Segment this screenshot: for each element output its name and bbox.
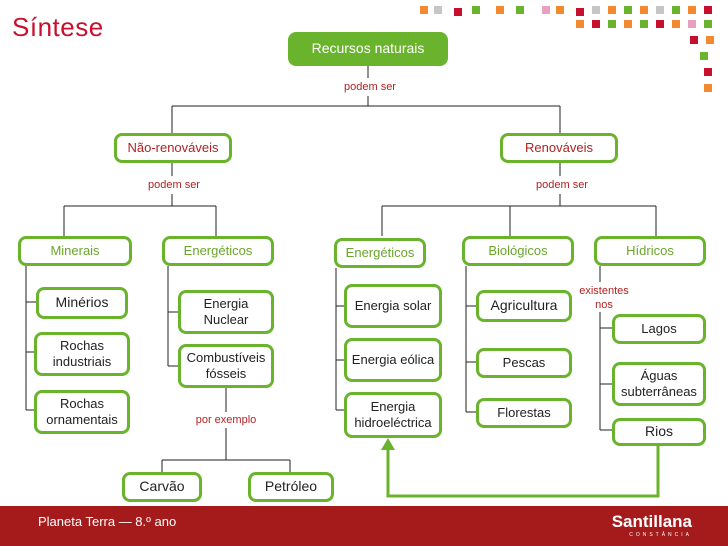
node-energia-eolica: Energia eólica bbox=[344, 338, 442, 382]
node-label: Carvão bbox=[139, 478, 185, 495]
decorative-squares bbox=[420, 6, 720, 96]
node-rochas-industriais: Rochas industriais bbox=[34, 332, 130, 376]
node-label: Recursos naturais bbox=[311, 40, 425, 57]
node-hidricos: Hídricos bbox=[594, 236, 706, 266]
node-label: Energia Nuclear bbox=[203, 295, 249, 327]
node-energia-nuclear: Energia Nuclear bbox=[178, 290, 274, 334]
brand-subtitle: CONSTÂNCIA bbox=[629, 532, 692, 538]
node-aguas-subterraneas: Águas subterrâneas bbox=[612, 362, 706, 406]
node-label: Agricultura bbox=[490, 297, 558, 314]
node-carvao: Carvão bbox=[122, 472, 202, 502]
node-label: Minerais bbox=[50, 242, 100, 258]
node-agricultura: Agricultura bbox=[476, 290, 572, 322]
link-label-text: existentes nos bbox=[579, 285, 629, 312]
node-label: Energia eólica bbox=[351, 351, 435, 367]
node-label: Combustíveis fósseis bbox=[186, 349, 266, 381]
link-label: podem ser bbox=[148, 179, 200, 191]
node-label: Águas subterrâneas bbox=[621, 367, 697, 399]
link-label: podem ser bbox=[344, 81, 396, 93]
node-label: Rochas industriais bbox=[52, 337, 112, 369]
node-label: Energéticos bbox=[183, 242, 253, 258]
node-energia-hidroelectrica: Energia hidroeléctrica bbox=[344, 392, 442, 438]
node-pescas: Pescas bbox=[476, 348, 572, 378]
node-nao-renovaveis: Não-renováveis bbox=[114, 133, 232, 163]
node-label: Renováveis bbox=[525, 139, 593, 155]
footer-bar: Planeta Terra — 8.º ano Santillana CONST… bbox=[0, 506, 728, 546]
node-energeticos-renovaveis: Energéticos bbox=[334, 238, 426, 268]
footer-text: Planeta Terra — 8.º ano bbox=[38, 514, 177, 529]
node-rios: Rios bbox=[612, 418, 706, 446]
node-recursos-naturais: Recursos naturais bbox=[288, 32, 448, 66]
node-label: Biológicos bbox=[488, 242, 548, 258]
brand-logo: Santillana bbox=[611, 512, 692, 531]
node-label: Minérios bbox=[55, 294, 109, 311]
node-label: Hídricos bbox=[626, 242, 674, 258]
node-label: Energia hidroeléctrica bbox=[354, 398, 432, 430]
node-label: Florestas bbox=[497, 404, 551, 420]
node-lagos: Lagos bbox=[612, 314, 706, 344]
node-petroleo: Petróleo bbox=[248, 472, 334, 502]
node-label: Energia solar bbox=[354, 297, 432, 313]
node-energia-solar: Energia solar bbox=[344, 284, 442, 328]
node-label: Rochas ornamentais bbox=[46, 395, 118, 427]
node-combustiveis-fosseis: Combustíveis fósseis bbox=[178, 344, 274, 388]
node-minerios: Minérios bbox=[36, 287, 128, 319]
node-minerais: Minerais bbox=[18, 236, 132, 266]
node-label: Pescas bbox=[502, 354, 546, 370]
node-renovaveis: Renováveis bbox=[500, 133, 618, 163]
node-label: Lagos bbox=[641, 320, 677, 336]
node-rochas-ornamentais: Rochas ornamentais bbox=[34, 390, 130, 434]
node-label: Energéticos bbox=[345, 244, 415, 260]
node-label: Rios bbox=[644, 423, 673, 440]
node-label: Petróleo bbox=[264, 478, 318, 495]
node-energeticos-nao-renovaveis: Energéticos bbox=[162, 236, 274, 266]
link-label-por-exemplo: por exemplo bbox=[195, 414, 257, 426]
node-florestas: Florestas bbox=[476, 398, 572, 428]
node-biologicos: Biológicos bbox=[462, 236, 574, 266]
link-label: podem ser bbox=[536, 179, 588, 191]
page-title: Síntese bbox=[12, 12, 104, 42]
node-label: Não-renováveis bbox=[127, 139, 219, 155]
link-label-existentes-nos: existentes nos bbox=[572, 284, 636, 313]
